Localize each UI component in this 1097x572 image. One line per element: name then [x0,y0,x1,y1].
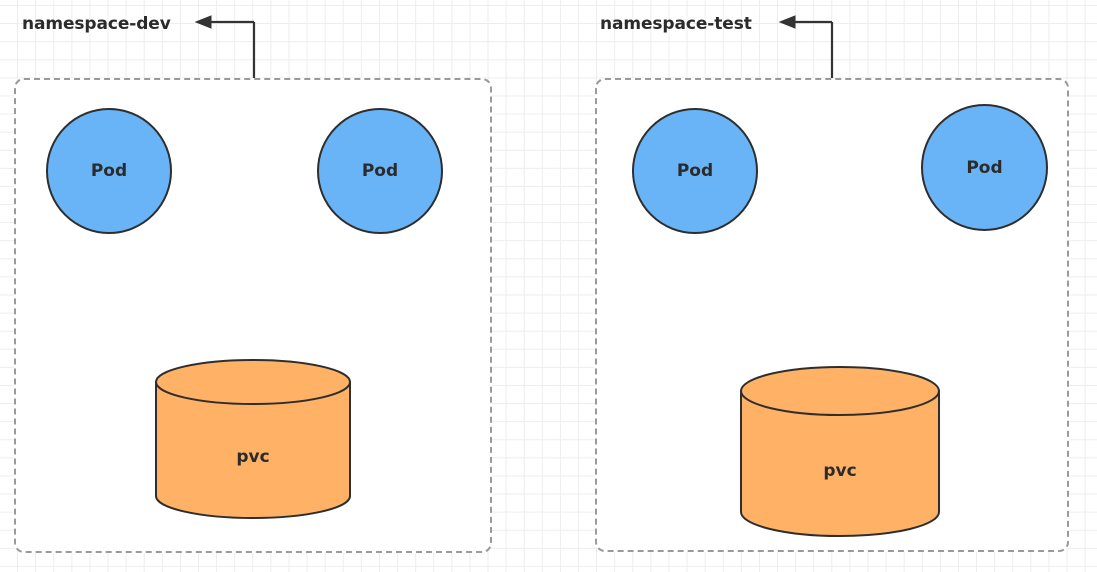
pod-dev-1[interactable]: Pod [46,108,172,234]
pvc-dev[interactable]: pvc [155,359,351,519]
pod-label: Pod [90,161,128,181]
pod-test-1[interactable]: Pod [632,108,758,234]
namespace-label-dev: namespace-dev [22,14,171,34]
pod-test-2[interactable]: Pod [921,104,1048,231]
namespace-test-connector [778,15,834,78]
namespace-label-test: namespace-test [600,14,752,34]
namespace-dev-connector [194,15,256,78]
pvc-test[interactable]: pvc [740,366,940,537]
pod-label: Pod [676,161,714,181]
pod-dev-2[interactable]: Pod [317,108,443,234]
pod-label: Pod [361,161,399,181]
pod-label: Pod [966,157,1003,178]
